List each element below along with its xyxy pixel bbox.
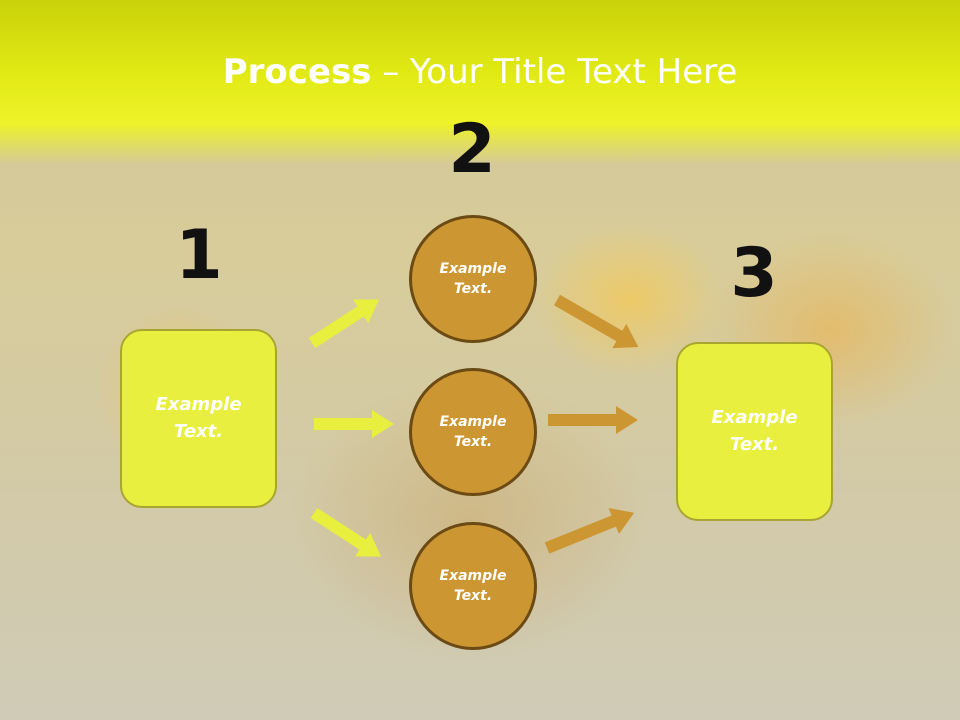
circle-middle-text: Example Text.	[439, 413, 507, 450]
slide-title: Process – Your Title Text Here	[0, 52, 960, 92]
title-rest: – Your Title Text Here	[371, 52, 738, 92]
arrow-right-up	[544, 508, 635, 554]
right-text-box: Example Text.	[676, 342, 833, 521]
right-box-text: Example Text.	[711, 407, 798, 455]
arrow-left-up	[308, 299, 380, 349]
circle-top-text: Example Text.	[439, 260, 507, 297]
process-circle-top: Example Text.	[409, 215, 537, 343]
process-circle-middle: Example Text.	[409, 368, 537, 496]
left-box-text: Example Text.	[155, 394, 242, 442]
header-band	[0, 0, 960, 165]
arrow-left-mid	[314, 410, 394, 438]
process-circle-bottom: Example Text.	[409, 522, 537, 650]
circle-bottom-text: Example Text.	[439, 567, 507, 604]
left-text-box: Example Text.	[120, 329, 277, 508]
step-number-2: 2	[448, 110, 496, 189]
arrow-right-mid	[548, 406, 638, 434]
arrow-right-down	[554, 294, 639, 349]
step-number-3: 3	[730, 234, 778, 313]
arrow-left-down	[310, 507, 382, 557]
title-bold: Process	[222, 52, 372, 92]
step-number-1: 1	[175, 216, 223, 295]
